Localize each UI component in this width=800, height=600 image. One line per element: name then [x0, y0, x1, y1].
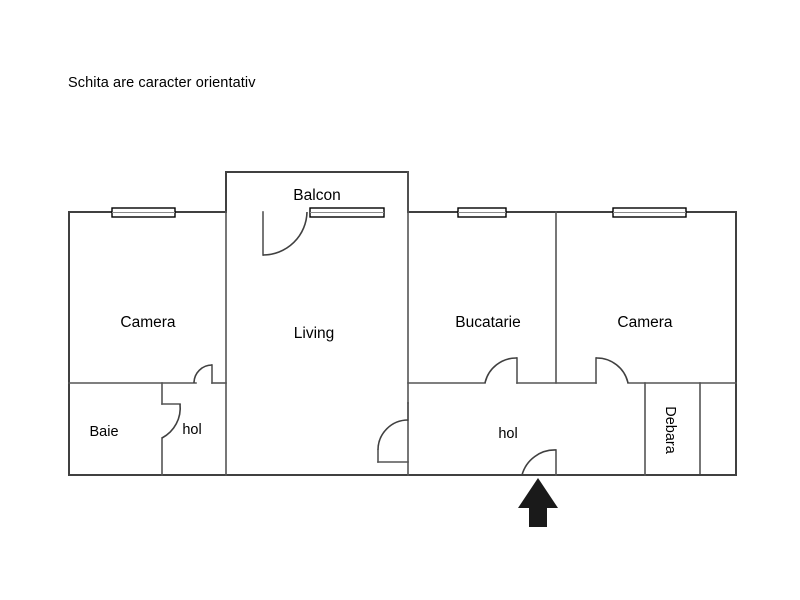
window-bucatarie [457, 207, 507, 218]
room-label-camera-right: Camera [617, 314, 673, 331]
door-living-arc [377, 419, 409, 451]
window-balcon [309, 207, 385, 218]
entrance-arrow-icon [518, 478, 558, 527]
doors [161, 211, 629, 476]
door-balcon-arc [262, 211, 308, 256]
door-baie [161, 403, 182, 439]
door-bucatarie [484, 357, 518, 384]
door-camera-left-arc [193, 364, 213, 384]
door-entrance-arc [521, 449, 557, 476]
door-living [377, 402, 409, 463]
door-camera-left [193, 364, 213, 384]
room-label-balcon: Balcon [293, 187, 340, 204]
interior-walls [68, 171, 737, 476]
room-label-baie: Baie [89, 424, 118, 440]
room-labels: Camera Balcon Living Bucatarie Camera Ba… [89, 187, 678, 455]
window-camera-left [111, 207, 176, 218]
door-entrance [521, 449, 557, 476]
room-label-debara: Debara [662, 406, 678, 454]
door-balcon [262, 211, 308, 256]
room-label-living: Living [294, 325, 335, 342]
room-label-camera-left: Camera [120, 314, 176, 331]
room-label-hol-left: hol [182, 422, 201, 438]
door-bucatarie-arc [484, 357, 518, 384]
window-camera-right [612, 207, 687, 218]
door-camera-right-arc [595, 357, 629, 384]
windows [111, 207, 687, 218]
door-camera-right [595, 357, 629, 384]
room-label-bucatarie: Bucatarie [455, 314, 520, 331]
door-baie-arc [161, 403, 182, 439]
room-label-hol-right: hol [498, 426, 517, 442]
page-title: Schita are caracter orientativ [68, 75, 256, 91]
